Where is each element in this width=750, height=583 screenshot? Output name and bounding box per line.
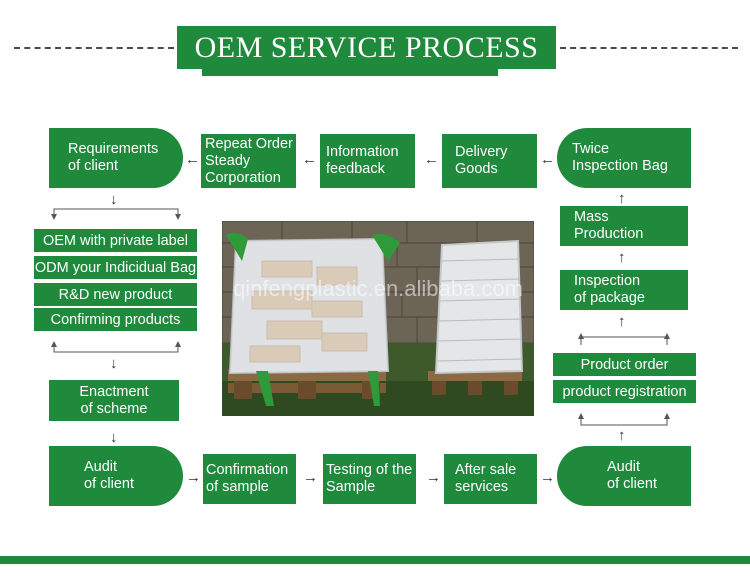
arrow-up-icon: ↑ (618, 313, 626, 330)
arrow-up-icon: ↑ (618, 249, 626, 266)
arrow-right-icon: → (186, 469, 201, 486)
step-product-registration: product registration (553, 380, 696, 403)
arrow-left-icon: ← (540, 151, 555, 168)
step-confirmation-of-sample: Confirmation of sample (203, 454, 296, 504)
step-after-sale-services: After sale services (444, 454, 537, 504)
arrow-right-icon: → (540, 469, 555, 486)
step-twice-inspection-bag: Twice Inspection Bag (557, 128, 691, 188)
page-title: OEM SERVICE PROCESS (177, 26, 556, 69)
bulk-bags-image (222, 221, 534, 416)
step-mass-production: Mass Production (560, 206, 688, 246)
watermark-text: qinfengplastic.en.alibaba.com (233, 276, 523, 301)
step-enactment-of-scheme: Enactment of scheme (49, 380, 179, 421)
step-audit-of-client-right: Audit of client (557, 446, 691, 506)
arrow-right-icon: → (303, 469, 318, 486)
step-audit-of-client-left: Audit of client (49, 446, 183, 506)
arrow-right-icon: → (426, 469, 441, 486)
step-odm-individual-bag: ODM your Indicidual Bag (34, 256, 197, 279)
arrow-down-icon: ↓ (110, 191, 118, 208)
arrow-up-icon: ↑ (618, 427, 626, 444)
step-requirements-of-client: Requirements of client (49, 128, 183, 188)
step-repeat-order: Repeat Order Steady Corporation (201, 134, 296, 188)
header-dashed-line-right (560, 47, 738, 49)
arrow-down-icon: ↓ (110, 355, 118, 372)
arrow-left-icon: ← (185, 151, 200, 168)
step-rnd-new-product: R&D new product (34, 283, 197, 306)
step-confirming-products: Confirming products (34, 308, 197, 331)
arrow-left-icon: ← (302, 151, 317, 168)
arrow-left-icon: ← (424, 151, 439, 168)
arrow-up-icon: ↑ (618, 190, 626, 207)
footer-bar (0, 556, 750, 564)
step-oem-private-label: OEM with private label (34, 229, 197, 252)
step-product-order: Product order (553, 353, 696, 376)
product-photo-bulk-bags: qinfengplastic.en.alibaba.com (222, 221, 534, 416)
step-testing-of-sample: Testing of the Sample (323, 454, 416, 504)
step-delivery-goods: Delivery Goods (442, 134, 537, 188)
step-inspection-of-package: Inspection of package (560, 270, 688, 310)
header-dashed-line-left (14, 47, 174, 49)
arrow-down-icon: ↓ (110, 429, 118, 446)
step-information-feedback: Information feedback (320, 134, 415, 188)
title-underline (202, 69, 498, 76)
